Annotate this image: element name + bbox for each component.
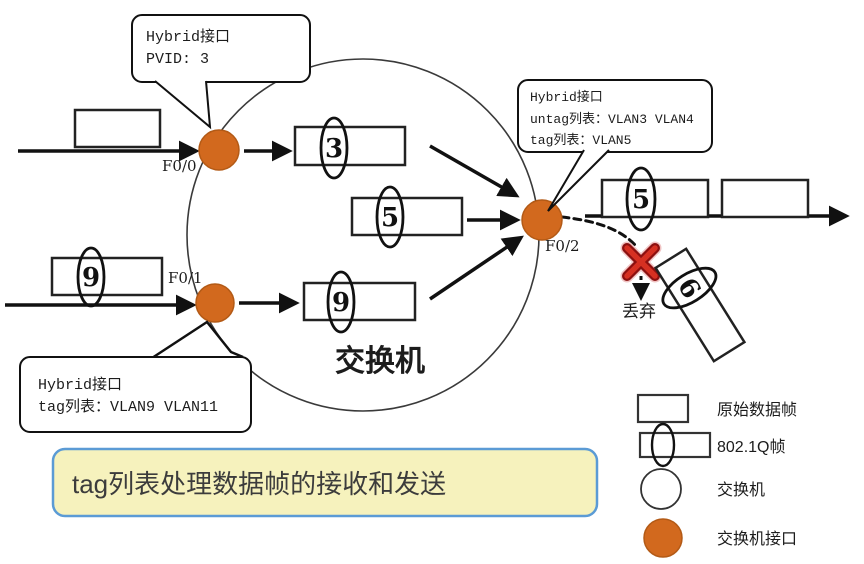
callout-top-left-tail xyxy=(154,80,212,130)
callout-right-line1: Hybrid接口 xyxy=(530,89,603,105)
tag-oval-output5 xyxy=(625,166,657,232)
switch-label: 交换机 xyxy=(335,344,425,378)
tag-digit-vlan9: 9 xyxy=(332,288,350,318)
callout-right-tail xyxy=(547,149,610,212)
callout-bottom-left: Hybrid接口 tag列表：VLAN9 VLAN11 xyxy=(19,320,252,433)
callout-right-line2: untag列表：VLAN3 VLAN4 xyxy=(530,112,694,127)
frame-vlan9 xyxy=(302,281,417,322)
callout-bottom-left-tail xyxy=(151,320,244,360)
drop-x-icon xyxy=(620,241,662,283)
callout-right: Hybrid接口 untag列表：VLAN3 VLAN4 tag列表：VLAN5 xyxy=(517,79,713,212)
legend-switch-icon xyxy=(640,468,682,510)
port-f00-label: F0/0 xyxy=(162,157,197,175)
legend-label-8021q-frame: 802.1Q帧 xyxy=(717,438,786,456)
legend-label-switch: 交换机 xyxy=(717,481,765,499)
arrow-frame3-to-f02 xyxy=(429,144,520,198)
port-f01-label: F0/1 xyxy=(168,269,203,287)
port-f02-dot xyxy=(521,199,563,241)
frame-dropped-rect xyxy=(653,247,747,363)
frame-input-tagged9 xyxy=(50,256,164,297)
port-f01-dot xyxy=(195,283,235,323)
arrow-frame9-to-f02 xyxy=(429,235,524,301)
tag-digit-output5: 5 xyxy=(632,185,650,215)
port-f02-label: F0/2 xyxy=(545,237,580,255)
tag-oval-dropped6 xyxy=(661,266,718,310)
callout-right-line3: tag列表：VLAN5 xyxy=(530,133,631,148)
legend: 原始数据帧 802.1Q帧 交换机 交换机接口 xyxy=(636,393,797,558)
caption-box-rect xyxy=(51,447,599,518)
frame-input-untagged xyxy=(73,108,162,149)
legend-label-port: 交换机接口 xyxy=(717,530,797,548)
caption-box: tag列表处理数据帧的接收和发送 xyxy=(51,447,599,518)
legend-port-icon xyxy=(643,518,683,558)
dashed-discard-path xyxy=(560,215,638,248)
frame-output-untagged xyxy=(720,178,810,219)
callout-top-left: Hybrid接口 PVID: 3 xyxy=(131,14,311,130)
tag-digit-vlan5: 5 xyxy=(381,203,399,233)
drop-arrow-head xyxy=(632,283,650,301)
callout-bottom-left-line1: Hybrid接口 xyxy=(38,376,122,394)
port-f00-dot xyxy=(198,129,240,171)
tag-oval-input9 xyxy=(76,246,106,308)
legend-frame-icon xyxy=(636,393,690,424)
tag-oval-vlan9 xyxy=(326,270,356,334)
tag-digit-vlan3: 3 xyxy=(325,134,343,164)
tag-digit-input9: 9 xyxy=(82,263,100,293)
caption-text: tag列表处理数据帧的接收和发送 xyxy=(72,469,446,499)
callout-top-left-line2: PVID: 3 xyxy=(146,51,209,68)
legend-label-raw-frame: 原始数据帧 xyxy=(717,401,797,419)
tag-oval-vlan5 xyxy=(375,185,405,249)
frame-vlan3 xyxy=(293,125,407,167)
frame-dropped-tagged6: 6 xyxy=(653,247,747,363)
callout-bottom-left-line2: tag列表：VLAN9 VLAN11 xyxy=(38,398,218,416)
callout-top-left-line1: Hybrid接口 xyxy=(146,28,230,46)
tag-oval-vlan3 xyxy=(319,116,349,180)
frame-vlan5 xyxy=(350,196,464,237)
drop-label: 丢弃 xyxy=(622,302,656,321)
legend-8021q-oval-icon xyxy=(650,422,676,468)
